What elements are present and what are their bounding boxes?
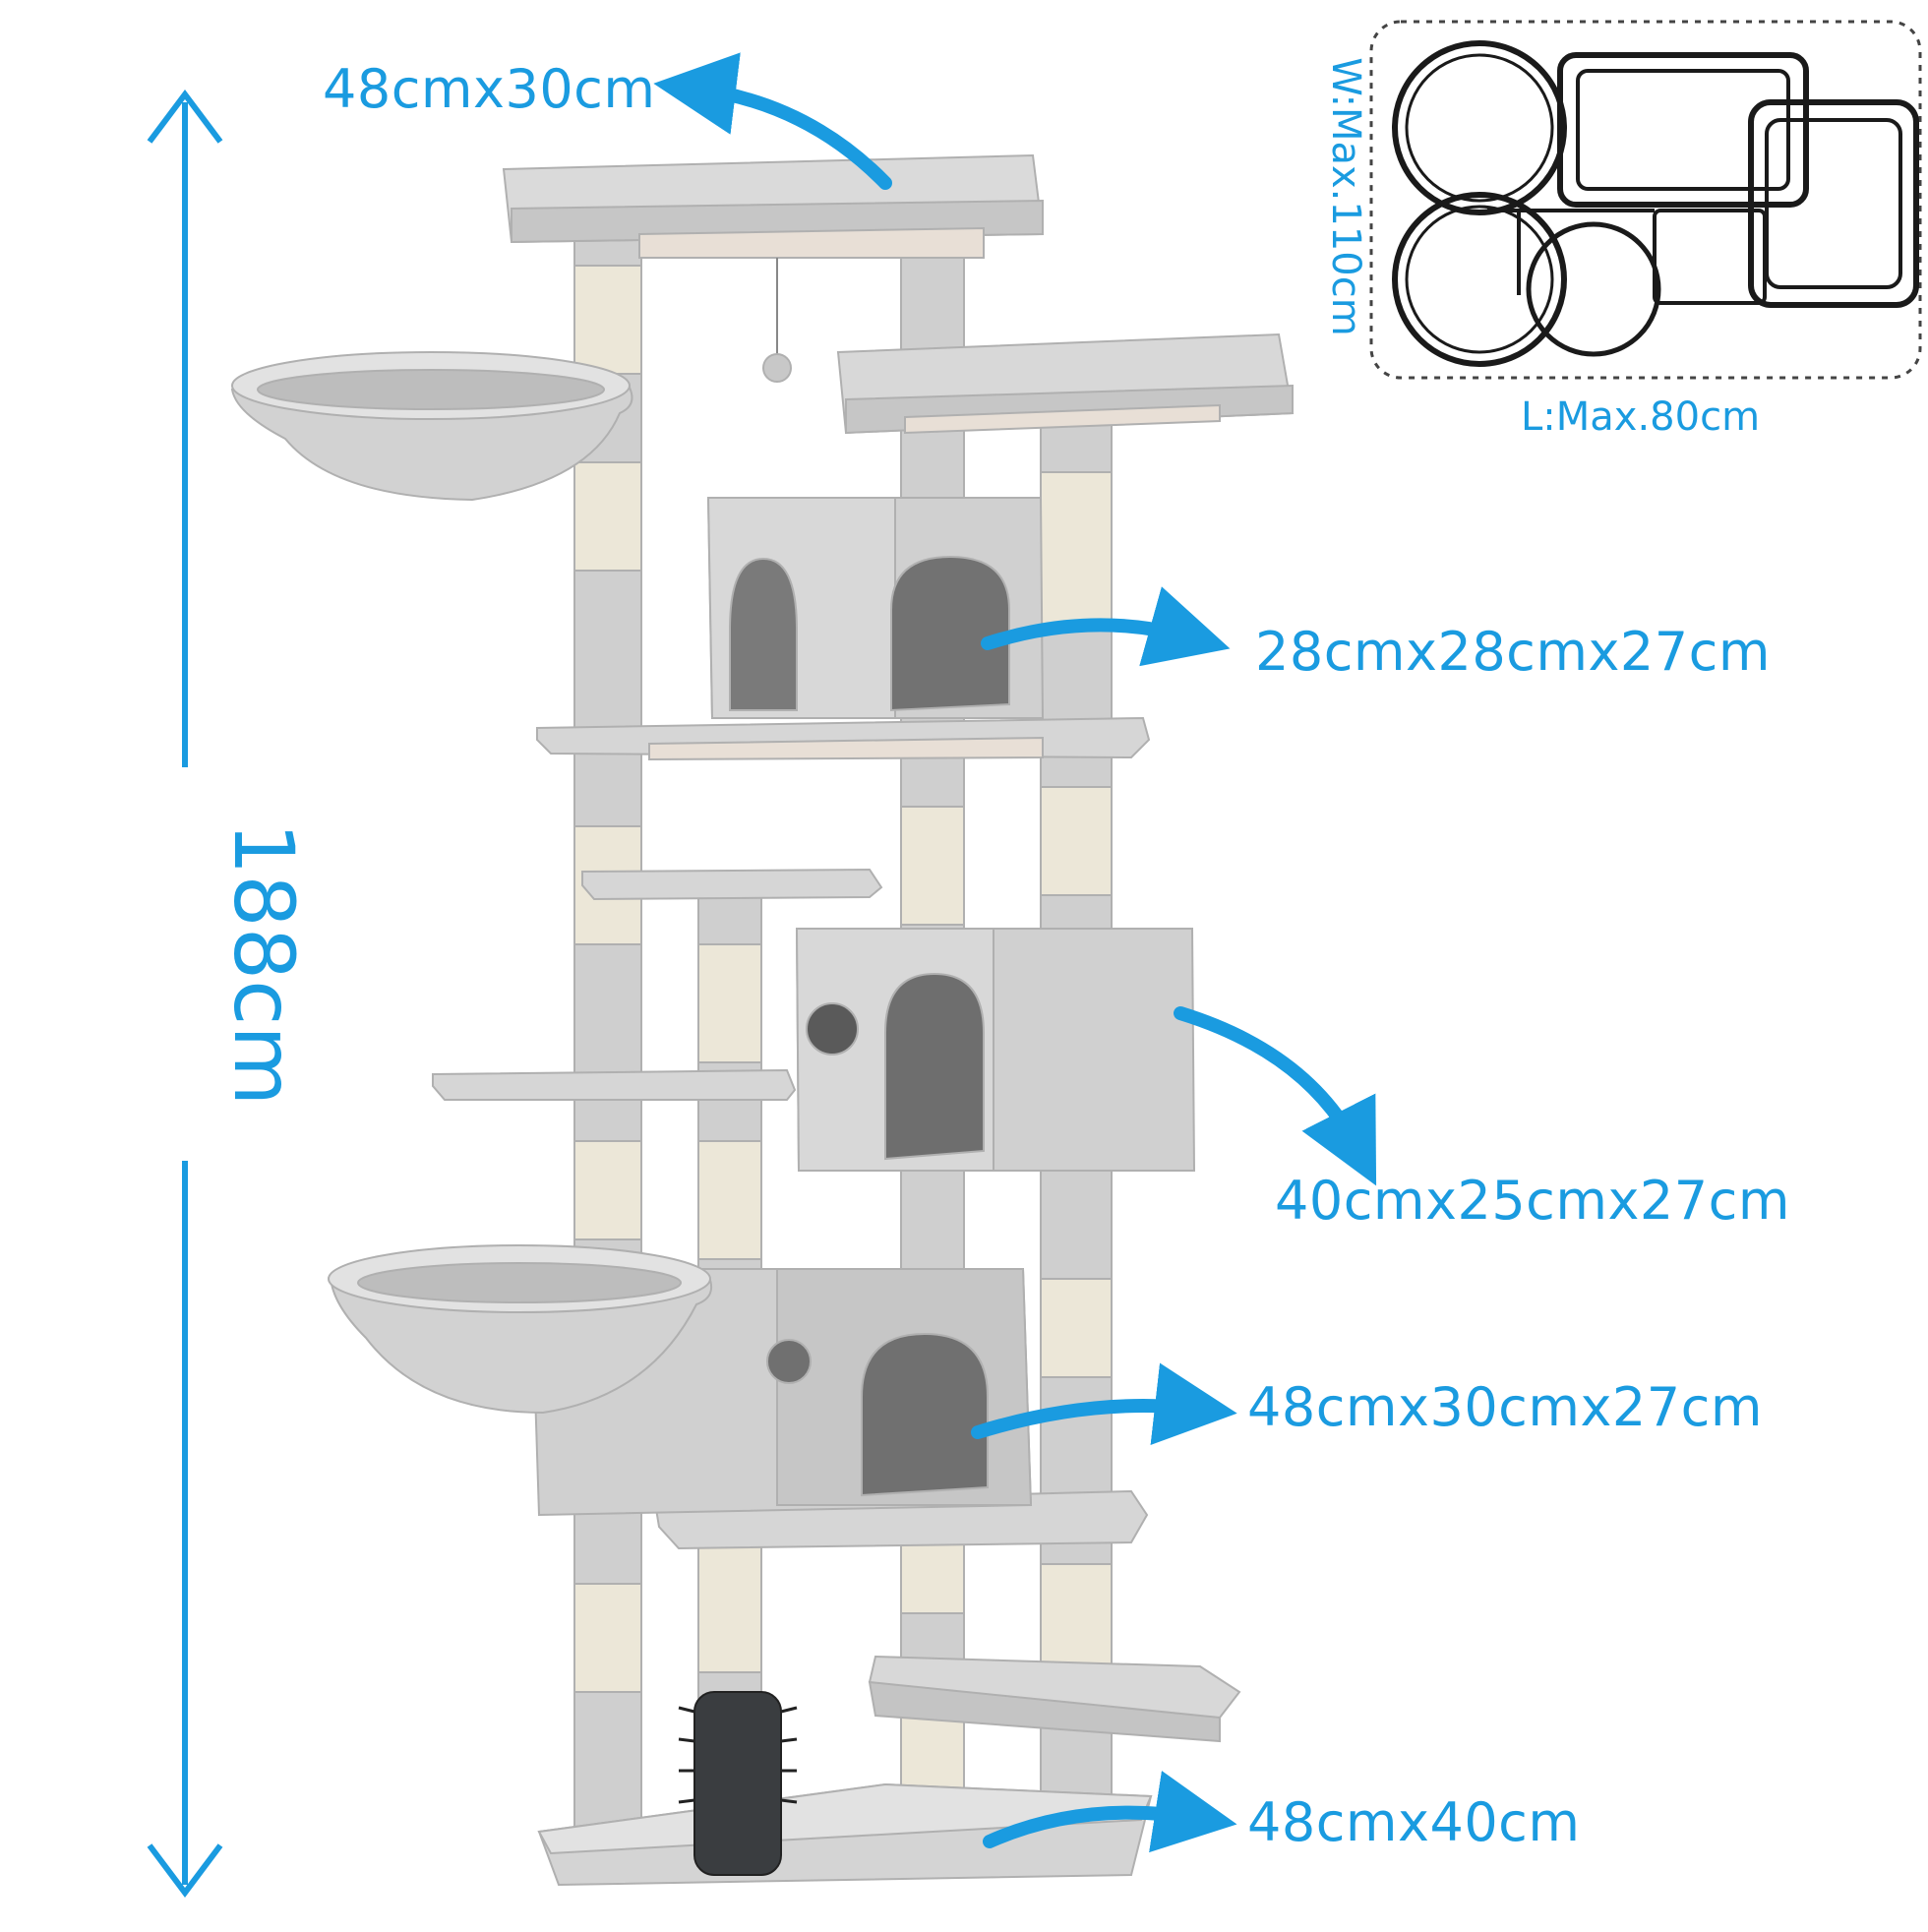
groomer-brush <box>678 1691 798 1876</box>
top-platform <box>502 153 1045 383</box>
cat-tree <box>230 153 1295 1887</box>
top-condo-size-label: 28cmx28cmx27cm <box>1255 621 1771 683</box>
hammock-upper <box>230 351 633 502</box>
height-label: 188cm <box>215 821 312 1107</box>
perch-upper-right <box>836 332 1295 435</box>
condo-middle <box>795 928 1196 1172</box>
middle-condo-size-label: 40cmx25cmx27cm <box>1275 1170 1790 1232</box>
shelf-left-upper <box>581 868 883 901</box>
post-left <box>573 231 642 1846</box>
shelf-middle <box>536 716 1151 761</box>
top-platform-size-label: 48cmx30cm <box>323 58 656 120</box>
step-lower-right <box>868 1655 1241 1743</box>
base-size-label: 48cmx40cm <box>1247 1791 1581 1853</box>
hammock-lower <box>328 1244 712 1415</box>
footprint-width-label: W:Max.110cm <box>1323 57 1368 336</box>
callout-arrows <box>653 52 1377 1853</box>
footprint-length-label: L:Max.80cm <box>1521 394 1761 440</box>
footprint-diagram <box>1369 20 1922 380</box>
shelf-left-lower <box>432 1068 797 1101</box>
condo-top <box>706 497 1045 719</box>
base-board <box>537 1782 1153 1887</box>
bottom-condo-size-label: 48cmx30cmx27cm <box>1247 1376 1763 1438</box>
height-dimension-line <box>147 90 223 1898</box>
